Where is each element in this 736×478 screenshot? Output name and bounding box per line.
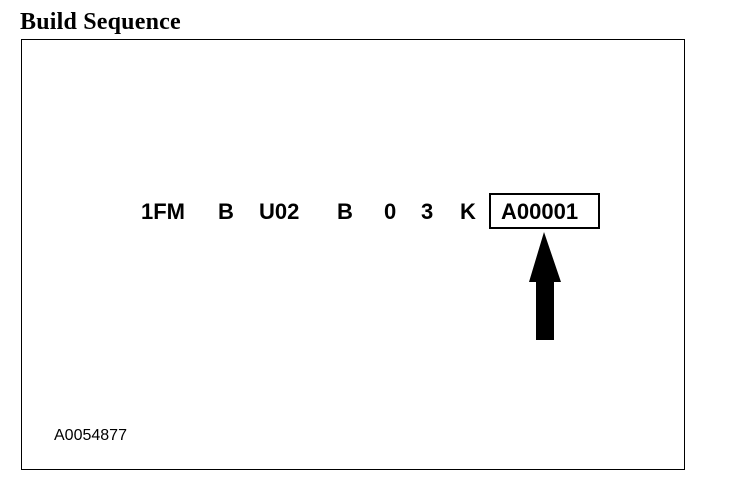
up-arrow-icon <box>529 232 561 340</box>
page-title: Build Sequence <box>20 9 181 35</box>
figure-code: A0054877 <box>54 427 127 444</box>
diagram-frame <box>21 39 685 470</box>
vin-segment-check-digit: 0 <box>384 199 397 224</box>
vin-segment-model: U02 <box>259 199 300 224</box>
vin-segment-wmi: 1FM <box>141 199 185 224</box>
vin-segment-restraint: B <box>218 199 234 224</box>
vin-segment-assembly-plant: K <box>460 199 476 224</box>
build-sequence-highlight-box <box>489 193 600 229</box>
build-sequence-number: A00001 <box>501 199 579 224</box>
vin-segment-engine: B <box>337 199 353 224</box>
vin-segment-model-year: 3 <box>421 199 434 224</box>
